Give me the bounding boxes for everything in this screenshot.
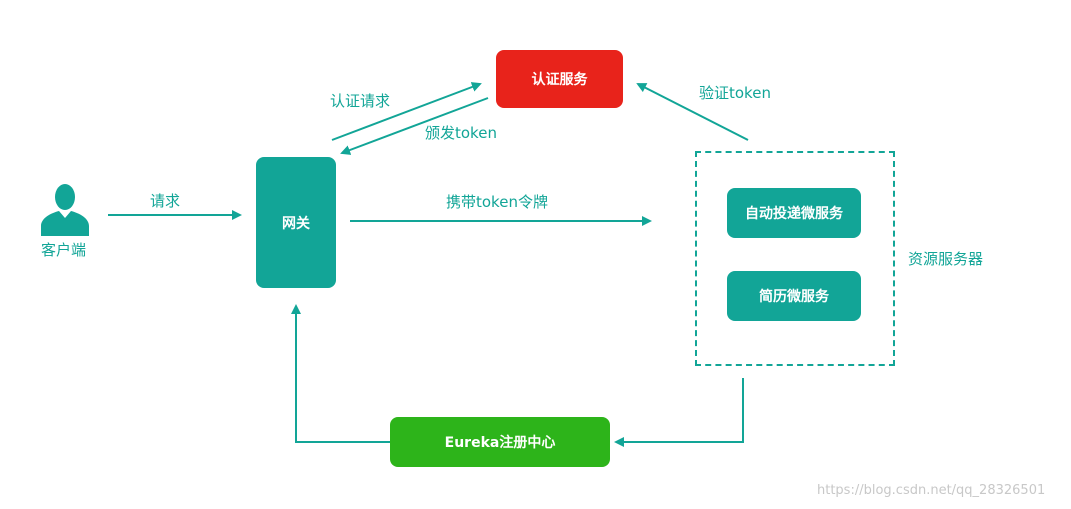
arrow-issue-token	[340, 97, 489, 155]
edge-auth-request-label: 认证请求	[330, 92, 391, 110]
arrow-verify-token	[636, 83, 749, 141]
user-icon	[41, 184, 89, 236]
gateway-label: 网关	[282, 215, 310, 232]
arrow-auth-request	[331, 82, 482, 141]
edge-request-label: 请求	[150, 192, 181, 210]
client-label: 客户端	[41, 241, 87, 259]
resume-delivery-service-node: 自动投递微服务	[727, 188, 861, 238]
arrow-discovery	[291, 304, 390, 443]
resume-delivery-service-label: 自动投递微服务	[745, 206, 843, 222]
auth-service-node: 认证服务	[496, 50, 623, 108]
eureka-label: Eureka注册中心	[444, 435, 556, 451]
gateway-node: 网关	[256, 157, 336, 288]
watermark-text: https://blog.csdn.net/qq_28326501	[817, 483, 1046, 498]
eureka-node: Eureka注册中心	[390, 417, 610, 467]
edge-verify-token-label: 验证token	[699, 84, 771, 102]
resume-service-node: 简历微服务	[727, 271, 861, 321]
resource-server-label: 资源服务器	[908, 250, 984, 268]
resume-service-label: 简历微服务	[759, 289, 829, 305]
resource-server-group	[695, 151, 895, 366]
auth-service-label: 认证服务	[531, 72, 588, 88]
edge-issue-token-label: 颁发token	[425, 124, 497, 142]
arrow-register	[614, 378, 744, 447]
edge-carry-token-label: 携带token令牌	[446, 193, 548, 211]
